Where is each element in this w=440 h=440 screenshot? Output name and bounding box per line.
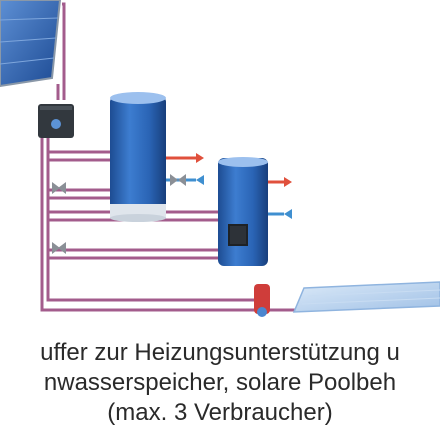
valve-icon: [52, 182, 66, 194]
dhw-connections: [268, 177, 292, 219]
caption-line-2: nwasserspeicher, solare Poolbeh: [43, 369, 397, 396]
solar-collector-icon: [0, 0, 62, 88]
valve-icon: [170, 174, 186, 186]
diagram-caption: uffer zur Heizungsunterstützung u nwasse…: [0, 338, 440, 428]
pool-collector-icon: [292, 281, 440, 313]
pump-icon: [254, 284, 270, 317]
valve-icon: [52, 242, 66, 254]
caption-line-1: uffer zur Heizungsunterstützung u: [40, 339, 400, 366]
caption-line-3: (max. 3 Verbraucher): [107, 399, 333, 426]
buffer-tank-icon: [110, 92, 166, 222]
controller-icon: [38, 104, 74, 138]
dhw-tank-icon: [218, 157, 268, 266]
